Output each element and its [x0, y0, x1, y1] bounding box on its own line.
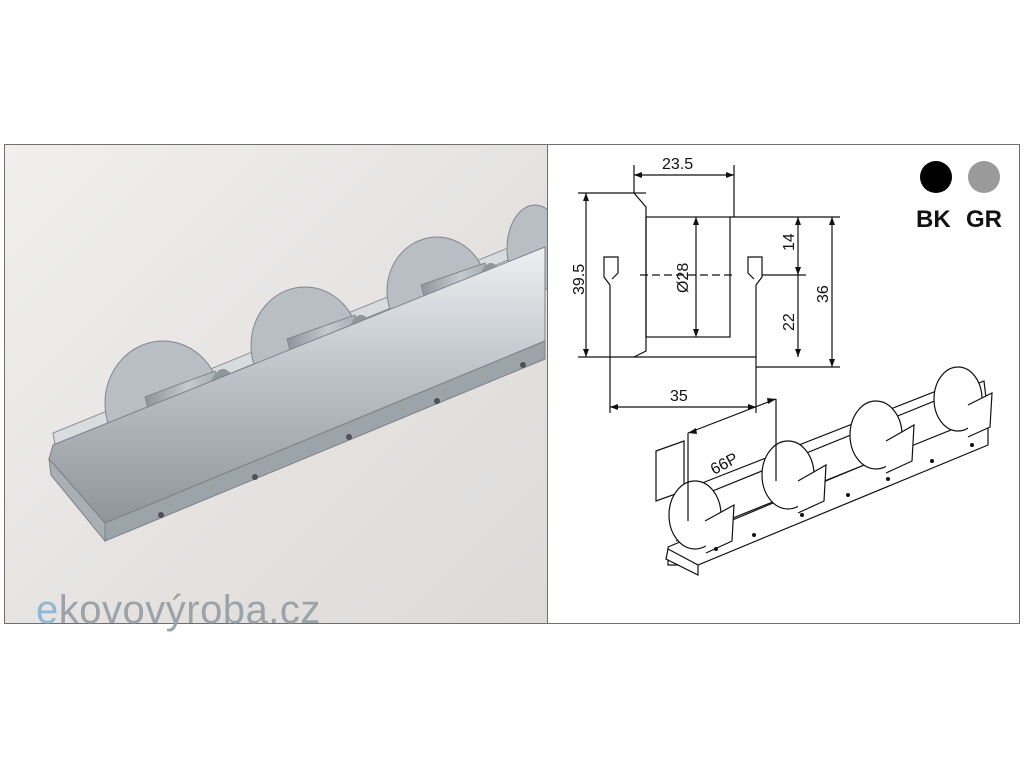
swatch-grey: [968, 161, 1000, 193]
swatch-label-bk: BK: [916, 206, 951, 233]
dim-base-width: 35: [670, 388, 688, 405]
swatch-black: [920, 161, 952, 193]
product-photo: [5, 145, 547, 623]
dim-upper-right: 14: [781, 233, 798, 251]
swatch-label-gr: GR: [966, 206, 1002, 233]
dim-height-left: 39.5: [571, 264, 588, 295]
figure-frame: 23.5 39.5 Ø28 14 22 36 35 66P BK GR: [4, 144, 1020, 624]
roller-track-illustration: [48, 204, 547, 543]
panel-divider: [547, 145, 548, 623]
watermark-prefix: e: [36, 588, 59, 632]
dim-diameter: Ø28: [675, 263, 692, 293]
isometric-track: [655, 366, 993, 576]
watermark-logo: ekovovýroba.cz: [36, 588, 321, 633]
watermark-rest: kovovýroba.cz: [58, 588, 321, 632]
technical-drawing: 23.5 39.5 Ø28 14 22 36 35 66P BK GR: [548, 145, 1019, 623]
drawing-canvas: 23.5 39.5 Ø28 14 22 36 35 66P BK GR: [571, 156, 1002, 576]
dim-total-right: 36: [815, 285, 832, 303]
dim-width-top: 23.5: [662, 156, 693, 173]
dim-lower-right: 22: [781, 313, 798, 331]
